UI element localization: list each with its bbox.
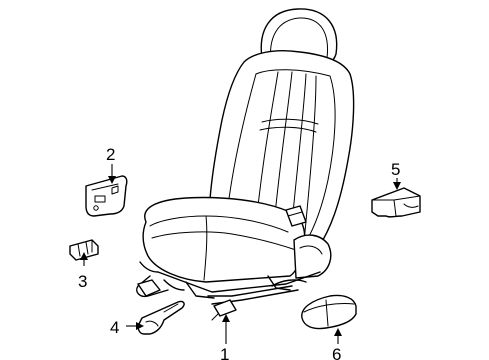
part-3-trim-clip bbox=[69, 239, 99, 261]
callout-labels: 1 2 3 4 5 6 bbox=[78, 145, 400, 360]
leader-lines bbox=[80, 164, 401, 344]
part-2-side-shield bbox=[85, 175, 128, 217]
callout-1: 1 bbox=[220, 345, 229, 360]
part-5-track-cover bbox=[371, 187, 421, 218]
seat-cushion bbox=[142, 196, 306, 283]
callout-4: 4 bbox=[110, 318, 119, 337]
part-6-end-cover bbox=[301, 294, 357, 330]
part-4-adjuster-handle bbox=[137, 300, 185, 335]
callout-2: 2 bbox=[106, 145, 115, 164]
callout-6: 6 bbox=[332, 345, 341, 360]
seat-assembly bbox=[136, 8, 355, 321]
callout-3: 3 bbox=[78, 272, 87, 291]
callout-5: 5 bbox=[391, 160, 400, 179]
